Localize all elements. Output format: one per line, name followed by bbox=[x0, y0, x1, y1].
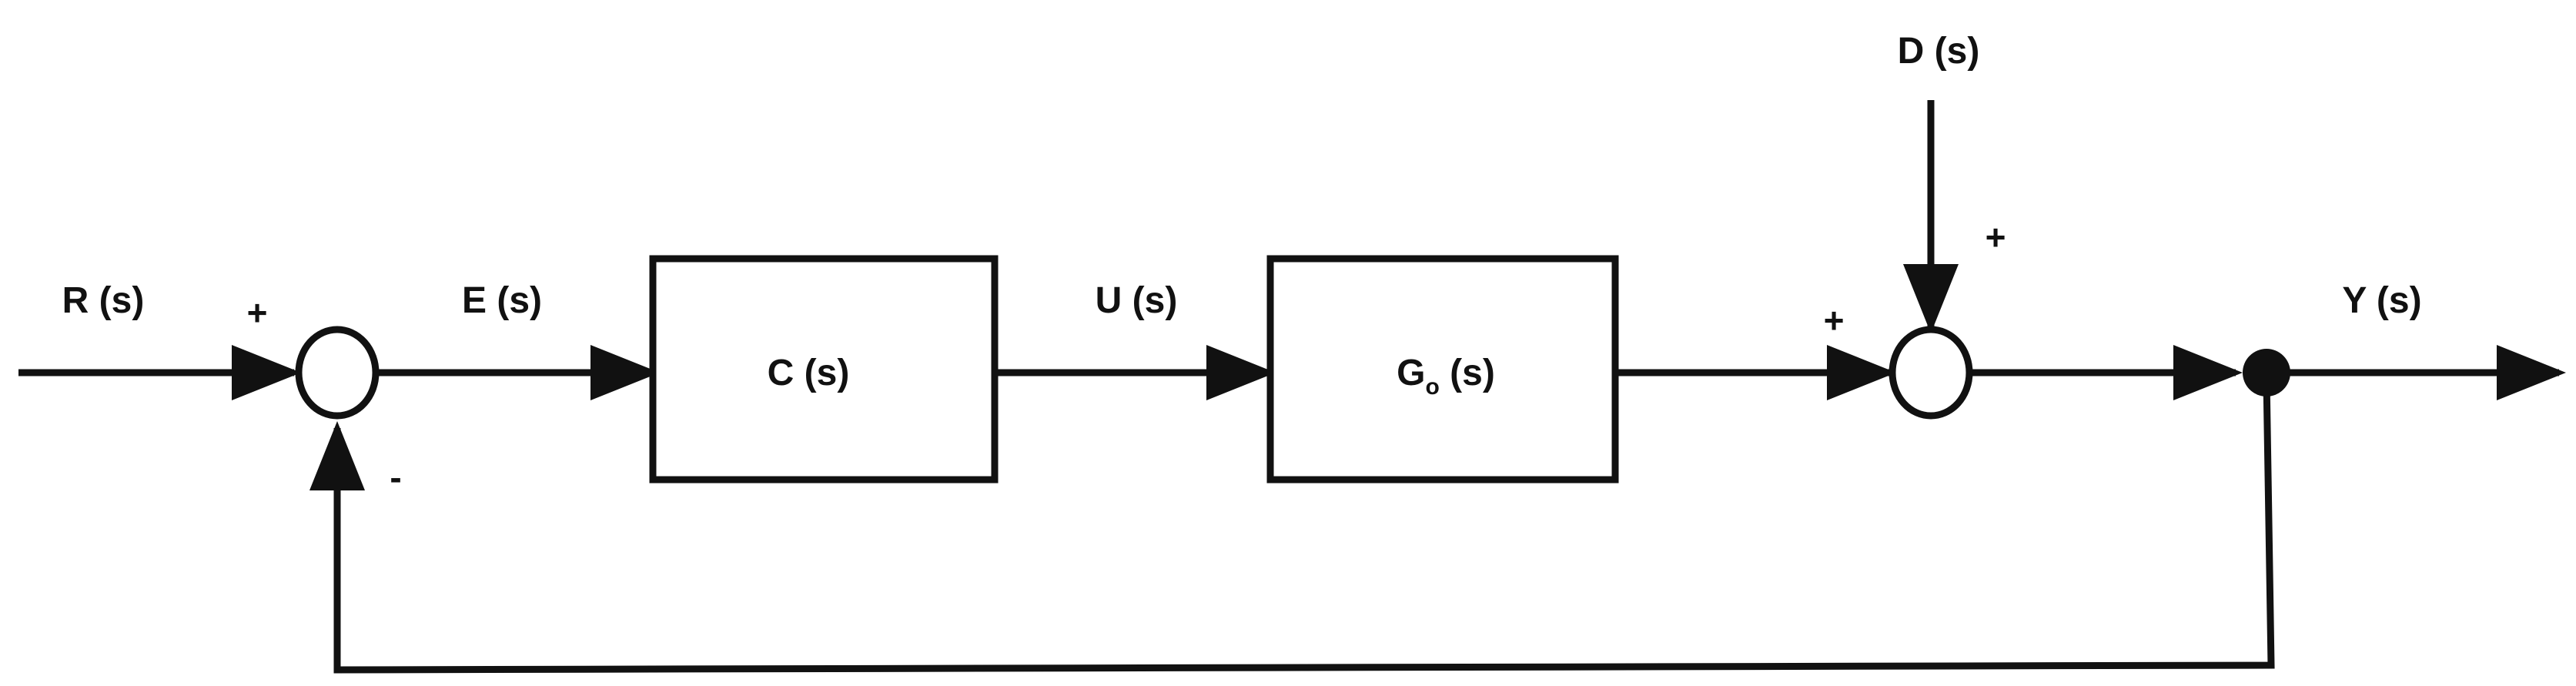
sum2-plus-sign-top: + bbox=[1986, 217, 2006, 257]
sum1-minus-sign: - bbox=[390, 457, 401, 497]
summing-junction-2 bbox=[1889, 326, 1973, 420]
output-label: Y (s) bbox=[2342, 280, 2421, 321]
sum1-plus-sign: + bbox=[247, 293, 268, 333]
controller-label: C (s) bbox=[768, 353, 850, 393]
reference-label: R (s) bbox=[62, 280, 145, 321]
error-label: E (s) bbox=[462, 280, 542, 321]
controller-block bbox=[649, 255, 999, 484]
control-label: U (s) bbox=[1096, 280, 1178, 321]
plant-label-suffix: (s) bbox=[1440, 353, 1495, 393]
feedback-path bbox=[309, 378, 2275, 674]
plant-label-main: G bbox=[1397, 353, 1425, 393]
plant-label: Go (s) bbox=[1397, 353, 1495, 400]
plant-label-subscript: o bbox=[1426, 374, 1440, 400]
output-takeoff-point bbox=[2243, 349, 2290, 397]
sum2-plus-sign-left: + bbox=[1824, 300, 1845, 340]
summing-junction-1 bbox=[295, 326, 380, 420]
disturbance-label: D (s) bbox=[1898, 31, 1980, 72]
plant-block bbox=[1266, 255, 1619, 484]
